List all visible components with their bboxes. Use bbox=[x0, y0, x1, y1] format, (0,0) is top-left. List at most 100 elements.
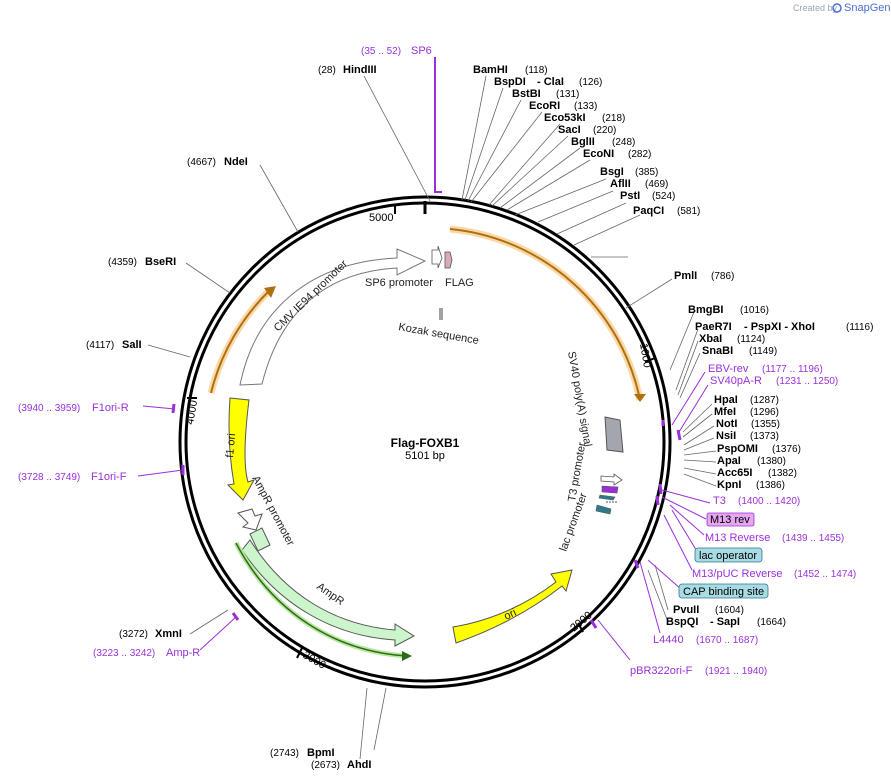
primer-amp-r-range: (3223 .. 3242) bbox=[93, 648, 155, 659]
marker-l4440 bbox=[633, 559, 640, 569]
orf-right-arc bbox=[449, 228, 641, 401]
leader-bstbi bbox=[467, 99, 522, 202]
enzyme-acc65i-name: Acc65I bbox=[717, 467, 752, 479]
leader-kpni bbox=[683, 473, 717, 487]
enzyme-ndei-pos: (4667) bbox=[187, 157, 216, 168]
ampr-arrow bbox=[241, 539, 415, 647]
sp6-promoter-arrow bbox=[431, 245, 443, 269]
enzyme-bstbi-pos: (131) bbox=[556, 89, 579, 100]
leader-bglii bbox=[499, 147, 581, 209]
enzyme-beseri-name: BseRI bbox=[145, 256, 176, 268]
enzyme-bspqi-pos: (1664) bbox=[757, 617, 786, 628]
enzyme-pvuii-pos: (1604) bbox=[715, 605, 744, 616]
enzyme-paer7i-name: PaeR7I bbox=[695, 321, 732, 333]
ori-label: ori bbox=[502, 607, 518, 623]
enzyme-hindiii-name: HindIII bbox=[343, 64, 377, 76]
leader-psti bbox=[556, 202, 627, 235]
leader-hpai bbox=[682, 403, 713, 433]
enzyme-bmgbi-pos: (1016) bbox=[740, 305, 769, 316]
enzyme-eco53ki-name: Eco53kI bbox=[544, 112, 586, 124]
primer-f1ori-r-range: (3940 .. 3959) bbox=[18, 403, 80, 414]
t3-promoter-arrow bbox=[600, 473, 623, 486]
enzyme-saci-name: SacI bbox=[558, 124, 581, 136]
boxed-feature-labels: lac operator CAP binding site bbox=[678, 547, 769, 599]
sv40-polya-box bbox=[604, 416, 624, 453]
enzyme-hindiii-pos: (28) bbox=[318, 65, 336, 76]
enzyme-kpni-name: KpnI bbox=[717, 479, 741, 491]
primer-f1ori-f-name: F1ori-F bbox=[91, 471, 127, 483]
enzyme-hpai-name: HpaI bbox=[714, 394, 738, 406]
enzyme-bmgbi-name: BmgBI bbox=[688, 304, 723, 316]
leader-noti bbox=[683, 425, 715, 446]
enzyme-econi-name: EcoNI bbox=[583, 148, 614, 160]
leader-l4440 bbox=[639, 561, 661, 634]
primer-labels: (35 .. 52) SP6 EBV-rev (1177 .. 1196) SV… bbox=[18, 45, 856, 677]
enzyme-nsii-pos: (1373) bbox=[750, 431, 779, 442]
enzyme-pspomi-pos: (1376) bbox=[772, 444, 801, 455]
enzyme-ahdi-name: AhdI bbox=[347, 759, 371, 771]
enzyme-ahdi-pos: (2673) bbox=[311, 760, 340, 771]
enzyme-mfei-name: MfeI bbox=[714, 406, 736, 418]
orf-right-arrowhead bbox=[634, 394, 646, 402]
cap-binding-site-box bbox=[678, 583, 769, 599]
tick-label-3000: 3000 bbox=[301, 649, 328, 672]
flag-tag-box bbox=[444, 251, 453, 269]
ori-arrow bbox=[452, 569, 573, 644]
leader-f1ori-f bbox=[137, 469, 184, 477]
enzyme-bsgi-pos: (385) bbox=[635, 167, 658, 178]
cap-site-box bbox=[595, 504, 612, 515]
primer-sp6-range: (35 .. 52) bbox=[361, 46, 401, 57]
leader-acc65i bbox=[683, 467, 717, 475]
enzyme-bsgi-name: BsgI bbox=[600, 166, 624, 178]
marker-f1ori-r bbox=[171, 403, 176, 414]
leader-m13-rev bbox=[661, 496, 707, 520]
leader-nsii bbox=[683, 437, 715, 451]
leader-ebv-rev bbox=[671, 371, 706, 426]
enzyme-ecori-pos: (133) bbox=[574, 101, 597, 112]
enzyme-paqci-name: PaqCI bbox=[633, 205, 664, 217]
leader-ahdi bbox=[359, 687, 368, 760]
enzyme-aflii-pos: (469) bbox=[645, 179, 668, 190]
enzyme-leader-lines bbox=[147, 75, 717, 760]
leader-saci bbox=[491, 135, 569, 207]
leader-t3 bbox=[661, 489, 711, 504]
ampr-track-arrowhead bbox=[402, 651, 412, 661]
enzyme-mfei-pos: (1296) bbox=[750, 407, 779, 418]
enzyme-xmni-name: XmnI bbox=[155, 628, 182, 640]
enzyme-xbai-name: XbaI bbox=[699, 333, 722, 345]
lac-operator-box bbox=[694, 547, 763, 563]
leader-paer7i bbox=[675, 328, 699, 391]
enzyme-bspdi-pos: (126) bbox=[579, 77, 602, 88]
leader-snabi bbox=[679, 352, 701, 399]
leader-sv40pa-r bbox=[678, 384, 709, 433]
backbone-outer-ring bbox=[178, 195, 672, 689]
enzyme-sali-name: SalI bbox=[122, 339, 142, 351]
tick-label-5000: 5000 bbox=[369, 212, 393, 224]
leader-xbai bbox=[677, 340, 699, 396]
f1-ori-label: f1 ori bbox=[224, 433, 238, 458]
enzyme-sali-pos: (4117) bbox=[86, 340, 114, 351]
enzyme-bspqi-extra: - SapI bbox=[710, 616, 740, 628]
sv40-polya-label: SV40 poly(A) signal bbox=[565, 350, 594, 447]
sp6-promoter-label: SP6 promoter bbox=[365, 277, 433, 289]
enzyme-pvuii-name: PvuII bbox=[673, 604, 699, 616]
enzyme-hpai-pos: (1287) bbox=[750, 395, 779, 406]
leader-pspomi bbox=[683, 450, 717, 456]
enzyme-saci-pos: (220) bbox=[593, 125, 616, 136]
leader-m13-reverse bbox=[669, 504, 705, 536]
orf-right-arc-glow bbox=[449, 225, 644, 401]
tick-label-1000: 1000 bbox=[637, 342, 653, 368]
marker-sv40pa-r bbox=[676, 429, 682, 441]
enzyme-acc65i-pos: (1382) bbox=[768, 468, 797, 479]
flag-label: FLAG bbox=[445, 277, 474, 289]
leader-ndei bbox=[259, 164, 299, 233]
leader-cap bbox=[647, 559, 683, 591]
snapgene-watermark: Created by SnapGene bbox=[793, 2, 891, 14]
leader-bspqi bbox=[647, 569, 669, 623]
primer-f1ori-f-range: (3728 .. 3749) bbox=[18, 472, 80, 483]
plasmid-size: 5101 bp bbox=[405, 450, 445, 462]
watermark-prefix: Created by bbox=[793, 3, 838, 13]
primer-t3-name: T3 bbox=[713, 495, 726, 507]
enzyme-bspqi-name: BspQI bbox=[666, 616, 698, 628]
primer-m13-puc-name: M13/pUC Reverse bbox=[692, 568, 782, 580]
